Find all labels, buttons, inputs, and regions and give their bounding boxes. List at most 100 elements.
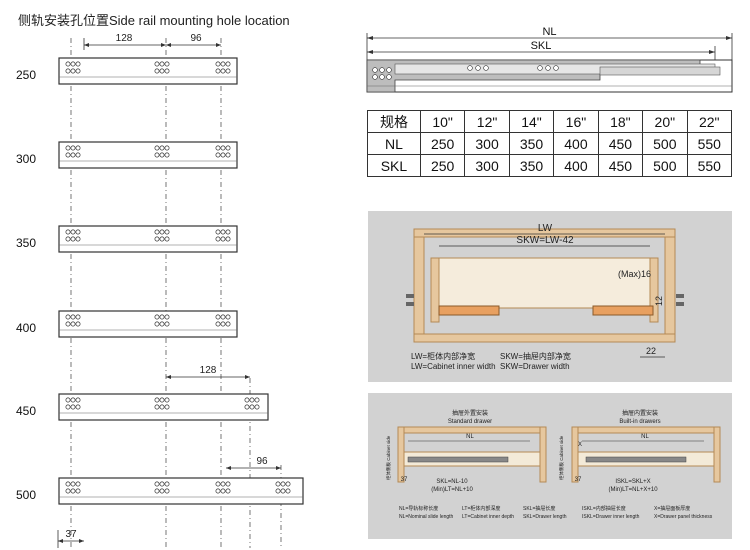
diagram-label: NL=Nominal slide length — [399, 514, 454, 520]
rail-size-label: 350 — [16, 236, 36, 250]
arrow-head — [367, 50, 373, 54]
mounting-hole — [70, 229, 76, 235]
page-title: 侧轨安装孔位置Side rail mounting hole location — [18, 13, 290, 28]
mounting-hole — [159, 229, 165, 235]
slide-hole — [379, 74, 385, 80]
cabinet-top — [413, 228, 676, 238]
mounting-hole — [75, 321, 81, 327]
mounting-hole — [285, 488, 291, 494]
mounting-hole — [164, 229, 170, 235]
mounting-hole — [75, 314, 81, 320]
diagram-label: SKL=Drawer length — [523, 514, 567, 520]
arrow-head — [58, 539, 63, 543]
dimension-label: 96 — [190, 33, 202, 44]
rail-body — [58, 57, 238, 85]
mounting-hole — [225, 481, 231, 487]
rail-size-label: 400 — [16, 321, 36, 335]
diagram-label: 柜体侧板 Cabinet side — [558, 435, 565, 480]
mounting-hole — [70, 236, 76, 242]
mounting-hole — [65, 61, 71, 67]
mounting-hole — [65, 68, 71, 74]
arrow-head — [367, 36, 373, 40]
dimension-label: 128 — [200, 365, 217, 376]
mounting-hole — [159, 61, 165, 67]
arrow-head — [166, 43, 171, 47]
mounting-hole — [220, 68, 226, 74]
mounting-hole — [159, 488, 165, 494]
screw-icon — [676, 302, 684, 306]
mounting-hole — [70, 397, 76, 403]
diagram-label: SKL=抽屉长度 — [523, 505, 555, 512]
cabinet-top — [571, 426, 721, 434]
mounting-hole — [159, 481, 165, 487]
dimension-label: SKL — [531, 40, 552, 52]
mounting-hole — [154, 236, 160, 242]
mounting-hole — [215, 229, 221, 235]
mounting-hole — [154, 404, 160, 410]
mounting-hole — [75, 152, 81, 158]
mounting-hole — [220, 229, 226, 235]
diagram-label: NL=导轨标称长度 — [399, 505, 438, 512]
mounting-hole — [154, 68, 160, 74]
mounting-hole — [65, 321, 71, 327]
cabinet-top — [397, 426, 547, 434]
mounting-hole — [70, 481, 76, 487]
diagram-label: (Min)LT=NL+X+10 — [608, 487, 658, 493]
cabinet-front — [571, 426, 579, 483]
screw-icon — [406, 302, 414, 306]
rail-body — [58, 477, 304, 505]
slide-hole — [467, 65, 473, 71]
table-cell: 500 — [642, 154, 688, 177]
mounting-hole — [220, 481, 226, 487]
mounting-hole — [154, 229, 160, 235]
slide-rail — [585, 456, 687, 463]
slide-left — [438, 305, 500, 316]
table-row: NL 250 300 350 400 450 500 550 — [367, 132, 733, 155]
diagram-label: NL — [466, 434, 474, 440]
mounting-hole — [220, 314, 226, 320]
arrow-head — [276, 466, 281, 470]
mounting-hole — [164, 404, 170, 410]
mounting-hole — [275, 481, 281, 487]
mounting-hole — [159, 397, 165, 403]
dimension-label: 37 — [65, 529, 77, 540]
mounting-hole — [225, 314, 231, 320]
mounting-hole — [154, 145, 160, 151]
diagram-label: SKL=NL-10 — [436, 479, 468, 485]
mounting-hole — [164, 321, 170, 327]
diagram-label: (Min)LT=NL+10 — [431, 487, 473, 493]
mounting-hole — [70, 145, 76, 151]
slide-hole — [553, 65, 559, 71]
rail-body — [58, 225, 238, 253]
mounting-hole — [164, 61, 170, 67]
mounting-hole — [275, 488, 281, 494]
mounting-hole — [215, 61, 221, 67]
dimension-label: 12 — [654, 296, 664, 306]
diagram-label: ISKL=内部抽屉长度 — [582, 505, 626, 512]
mounting-hole — [215, 145, 221, 151]
mounting-hole — [164, 314, 170, 320]
dimension-label: 96 — [256, 456, 268, 467]
cabinet-front — [397, 426, 405, 483]
screw-icon — [406, 294, 414, 298]
dimension-label: SKW=LW-42 — [516, 235, 574, 246]
cabinet-side-right — [664, 228, 676, 341]
dimension-label: (Max)16 — [618, 269, 651, 279]
mounting-hole — [75, 488, 81, 494]
slide-hole — [545, 65, 551, 71]
mounting-hole — [280, 488, 286, 494]
mounting-hole — [65, 229, 71, 235]
mounting-hole — [220, 145, 226, 151]
rail-size-label: 250 — [16, 68, 36, 82]
mounting-hole — [164, 68, 170, 74]
table-cell: 16" — [553, 110, 599, 133]
rail-body — [58, 310, 238, 338]
mounting-hole — [164, 481, 170, 487]
diagram-label: 37 — [575, 477, 582, 483]
screw-icon — [676, 294, 684, 298]
spec-table: 规格 10" 12" 14" 16" 18" 20" 22" NL 250 30… — [367, 110, 733, 177]
mounting-hole — [164, 152, 170, 158]
mounting-hole — [254, 404, 260, 410]
diagram-label: LT=柜体内部深度 — [462, 505, 500, 512]
